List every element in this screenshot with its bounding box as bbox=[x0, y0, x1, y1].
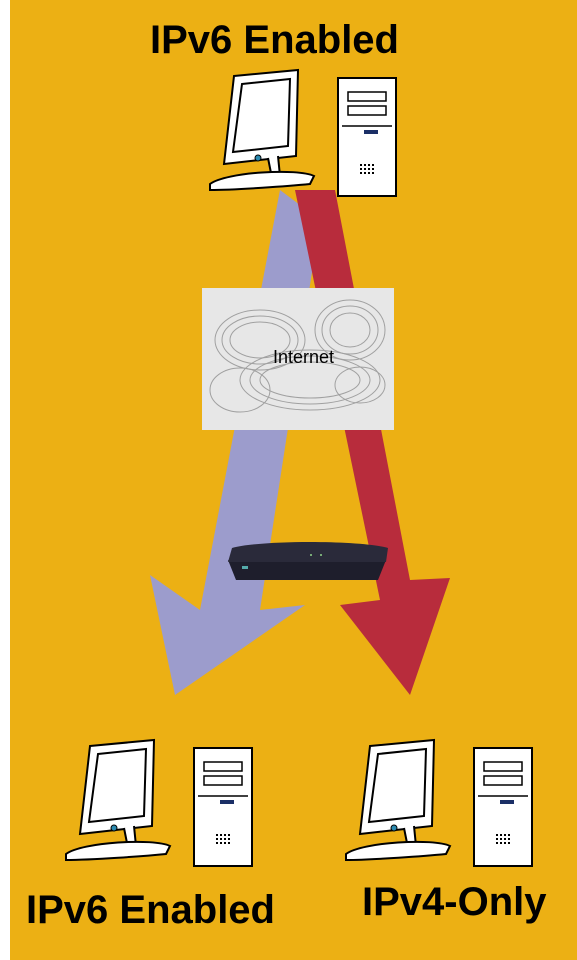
diagram-graphic bbox=[10, 0, 577, 960]
diagram-canvas: Internet IPv6 Enabled IPv6 Enabled IPv4-… bbox=[10, 0, 577, 960]
bottom-right-node-label: IPv4-Only bbox=[362, 880, 547, 925]
ipv6-arrow bbox=[150, 190, 320, 695]
computer-icon-bottom-left bbox=[66, 740, 252, 866]
bottom-left-node-label: IPv6 Enabled bbox=[26, 888, 275, 933]
computer-icon-bottom-right bbox=[346, 740, 532, 866]
computer-icon-top bbox=[210, 70, 396, 196]
ipv4-arrow bbox=[295, 190, 450, 695]
top-node-label: IPv6 Enabled bbox=[150, 18, 399, 63]
internet-label: Internet bbox=[273, 347, 334, 368]
router-icon bbox=[228, 542, 388, 580]
